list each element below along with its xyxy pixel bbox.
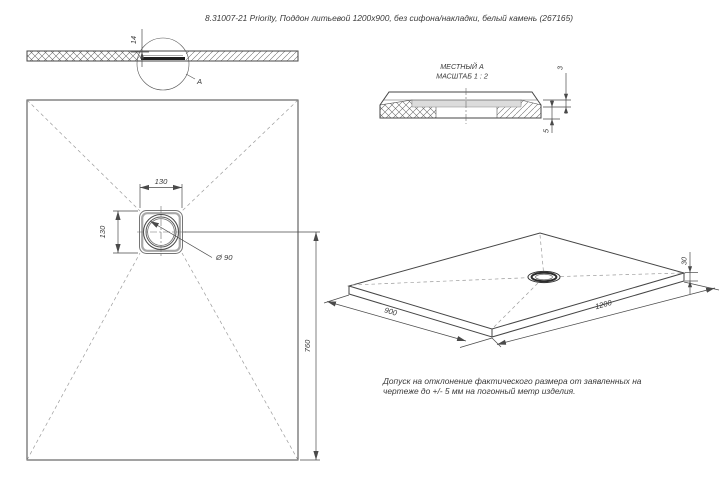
isometric-view: 900 1200 30 (323, 232, 720, 348)
dim130h-value: 130 (98, 225, 107, 238)
iso-drain-ring (530, 271, 558, 283)
detail-leader-line (185, 73, 196, 80)
dim30-value: 30 (680, 257, 689, 265)
dim5-arrow-bottom (549, 119, 555, 126)
dim3-arrow-top (563, 93, 569, 100)
iso-slope-top (539, 234, 545, 278)
detail-drain-plate (411, 99, 522, 108)
detail-callout-label: A (196, 77, 202, 86)
dim1200-ext-left (491, 337, 502, 348)
section-hatch-cross (27, 51, 140, 61)
plan-view: 130 130 Ø 90 760 (26, 99, 320, 461)
detail-view-scale: МАСШТАБ 1 : 2 (436, 72, 488, 81)
tolerance-note-line2: чертеже до +/- 5 мм на погонный метр изд… (383, 386, 575, 396)
dim900-ext-right (459, 337, 493, 348)
plan-diagonal-bl (26, 252, 141, 461)
iso-side-faces (348, 273, 685, 338)
dim1200-value: 1200 (594, 298, 613, 311)
dim14-arrow (139, 52, 145, 59)
drain-plate-section (141, 57, 185, 60)
detail-outline (379, 91, 542, 119)
tolerance-note-line1: Допуск на отклонение фактического размер… (382, 376, 642, 386)
dim30-arrow-top (687, 266, 693, 273)
dim1200-line (496, 287, 716, 345)
detail-callout-circle (136, 37, 190, 91)
dim3-value: 3 (556, 66, 565, 70)
plan-diagonal-br (181, 252, 299, 461)
plan-diagonal-tr (181, 99, 299, 212)
drain-diameter-value: Ø 90 (215, 253, 233, 262)
detail-view: МЕСТНЫЙ А МАСШТАБ 1 : 2 3 5 (379, 62, 571, 133)
dim760-value: 760 (303, 339, 312, 352)
dim130w-value: 130 (155, 177, 168, 186)
iso-drain-inner (535, 273, 553, 281)
iso-top-face (347, 232, 686, 330)
dim5-value: 5 (542, 128, 551, 133)
section-view: A 14 (26, 29, 299, 91)
iso-slope-right (543, 272, 682, 278)
iso-slope-bottom (493, 276, 545, 328)
dim5-arrow-top (549, 100, 555, 107)
dim900-line (326, 301, 467, 342)
dim30-arrow-bottom (687, 281, 693, 288)
tolerance-note: Допуск на отклонение фактического размер… (382, 376, 642, 396)
drawing-title: 8.31007-21 Priority, Поддон литьевой 120… (205, 13, 573, 23)
dim3-arrow-bottom (563, 107, 569, 114)
dim14-value: 14 (129, 36, 138, 44)
drain-diameter-leader (149, 220, 213, 258)
plan-outline (26, 99, 299, 461)
section-hatch-diagonal (186, 51, 298, 61)
plan-diagonal-tl (26, 99, 141, 212)
iso-slope-left (351, 276, 545, 286)
section-body-outline (26, 50, 299, 62)
dim900-value: 900 (383, 306, 398, 318)
detail-view-title: МЕСТНЫЙ А (440, 62, 484, 71)
